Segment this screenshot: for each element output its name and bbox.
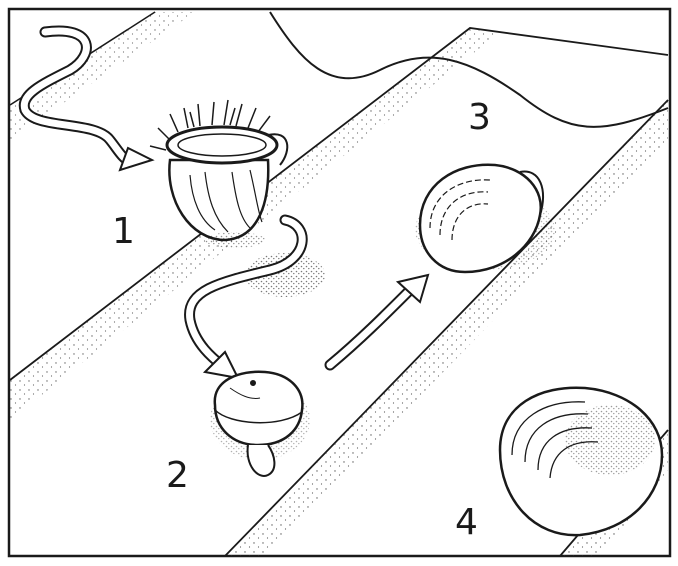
stage-3-label: 3 (468, 100, 491, 136)
stage-2-juvenile (210, 372, 310, 476)
stage-4-label: 4 (455, 505, 478, 541)
stage-1-larva (150, 100, 287, 248)
stage-1-label: 1 (112, 214, 135, 250)
stage-4-adult-clam (500, 388, 662, 535)
stage-2-label: 2 (166, 458, 189, 494)
stage-3-young-clam (415, 165, 555, 272)
